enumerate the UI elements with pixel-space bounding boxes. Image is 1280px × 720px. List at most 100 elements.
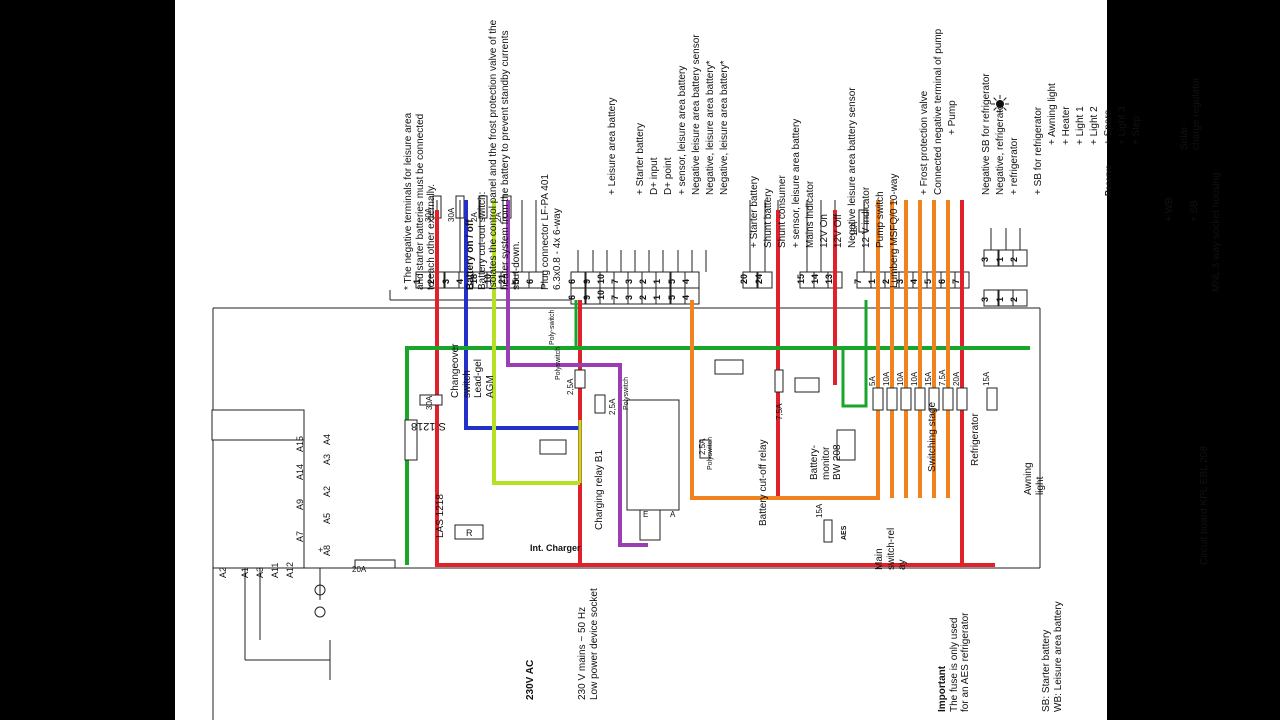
asterisk-note: * The negative terminals for leisure are… [403,112,437,290]
plug-e-pin-number: 3 [895,279,905,284]
plug-f-lower-pin-number: 1 [995,297,1005,302]
plug-b-lower-pin-number: 7 [610,295,620,300]
label-b-lumberg: Lumberg MSFQ/0 10-way [889,173,900,289]
plug-e-pin-number: 7 [951,279,961,284]
fuse-2a-a-label: 2A [470,212,479,222]
board-fuse [986,387,998,411]
fuse-2-5a-c [699,439,711,459]
label-d-ref: + refrigerator [1009,137,1020,195]
las-pin-label: A2 [322,486,332,497]
board-fuse [942,387,954,411]
fuse-7-5a-label: 7,5A [775,403,784,420]
plug-c-pin-number: 20 [739,274,749,284]
fuse-30a-b-label: 30A [447,207,456,222]
fuse-15a-aes-label: 15A [815,503,824,518]
fuse-2-5a [574,369,586,389]
label-e-6: + Light 3 [1117,106,1128,145]
fuse-30a-a-label: 30A [424,207,433,222]
charging-relay-coil [404,419,418,461]
monitor-e-label: E [643,510,648,519]
plug-b-lower-pin-number: 6 [567,295,577,300]
plug-e-pin-number: 6 [937,279,947,284]
las-pin-label: A15 [295,436,305,452]
las-bottom-pin-label: A12 [285,562,295,578]
label-a-negsensor: Negative leisure area battery sensor [691,34,702,195]
label-a-leisure: + Leisure area battery [607,97,618,195]
plug-f-lower-pin [1012,289,1028,307]
battery-note: Battery on / off Battery cut-out switch:… [465,19,522,290]
las-pin-label: A9 [295,499,305,510]
refrigerator-coil [794,377,820,393]
plug-b-lower-pin-number: 5 [667,295,677,300]
plug-e-pin-number: 7 [853,279,863,284]
label-a-neg2: Negative, leisure area battery* [719,60,730,195]
label-e-2: + Heater [1061,106,1072,145]
solar-label: Solar-charge regulator [1179,77,1202,150]
board-fuse [886,387,898,411]
label-b-7: Negative leisure area battery sensor [847,87,858,248]
board-fuse-label: 10A [882,371,891,386]
cutoff-relay-coil [539,439,567,455]
las-pin-label: A3 [322,454,332,465]
mnl-label: MNL 3-way socket housing [1211,172,1222,292]
main-switch-coil [639,509,661,541]
fuse-2-5a-c-label: 2,5A [698,438,707,455]
label-e-7: + Step [1131,115,1142,145]
plug-b-pin-number: 5 [667,279,677,284]
green-wire [405,346,1030,565]
monitor-a-label: A [670,510,676,519]
las-label: LAS 1218 [435,494,446,538]
label-c-pump: + Pump [947,100,958,135]
yellowgreen-wire [492,200,580,485]
plug-e-pin-number: 4 [909,279,919,284]
green-wire-c [841,300,868,408]
resistor-r [454,524,484,540]
refrigerator-label: Refrigerator [970,413,981,466]
board-fuse-label: 15A [924,371,933,386]
charging-relay-label: Charging relay B1 [594,449,605,530]
label-c-frost: + Frost protection valve [919,90,930,195]
plug-b-pin-number: 4 [681,279,691,284]
purple-wire [506,200,648,547]
label-c-negpump: Connected negative terminal of pump [933,28,944,195]
fuse-20a-label: 20A [352,565,367,574]
fuse-15a-top-label: 15A [850,221,859,236]
board-fuse [914,387,926,411]
plug-b-pin-number: 3 [624,279,634,284]
fuse-15a-aes [823,519,833,543]
plug-b-lower-pin-number: 1 [652,295,662,300]
sun-ray-icon [1003,107,1007,111]
board-fuse [872,387,884,411]
plug-b-pin-number: 6 [567,279,577,284]
fuse-20a [354,559,396,569]
plug-f-lower-pin [983,289,999,307]
orange-wire-main [690,300,880,500]
polyswitch-label: Polyswitch [555,347,562,380]
las-pin-label: A8 [322,545,332,556]
plug-d-pin-number: 14 [810,274,820,284]
board-fuse [928,387,940,411]
plug-a-pin-number: 5 [511,279,521,284]
plug-b-lower-pin-number: 2 [638,295,648,300]
las-plus-label: + [318,545,323,555]
label-d-negref: Negative, refrigerator [995,101,1006,195]
plug-e-pin-number: 2 [881,279,891,284]
label-e-1: + Awning light [1047,83,1058,145]
plug-a-pin-number: 21 [497,274,507,284]
plug-b-lower-pin [655,287,671,305]
plug-a-pin-number: 2 [426,279,436,284]
switching-stage-coil [714,359,744,375]
plug-a-pin-number: 18 [469,274,479,284]
blue-wire [464,200,580,430]
label-b-3: + sensor, leisure area battery [791,118,802,248]
resistor-label: R [466,528,473,538]
label-a-dpoint: D+ point [663,157,674,195]
